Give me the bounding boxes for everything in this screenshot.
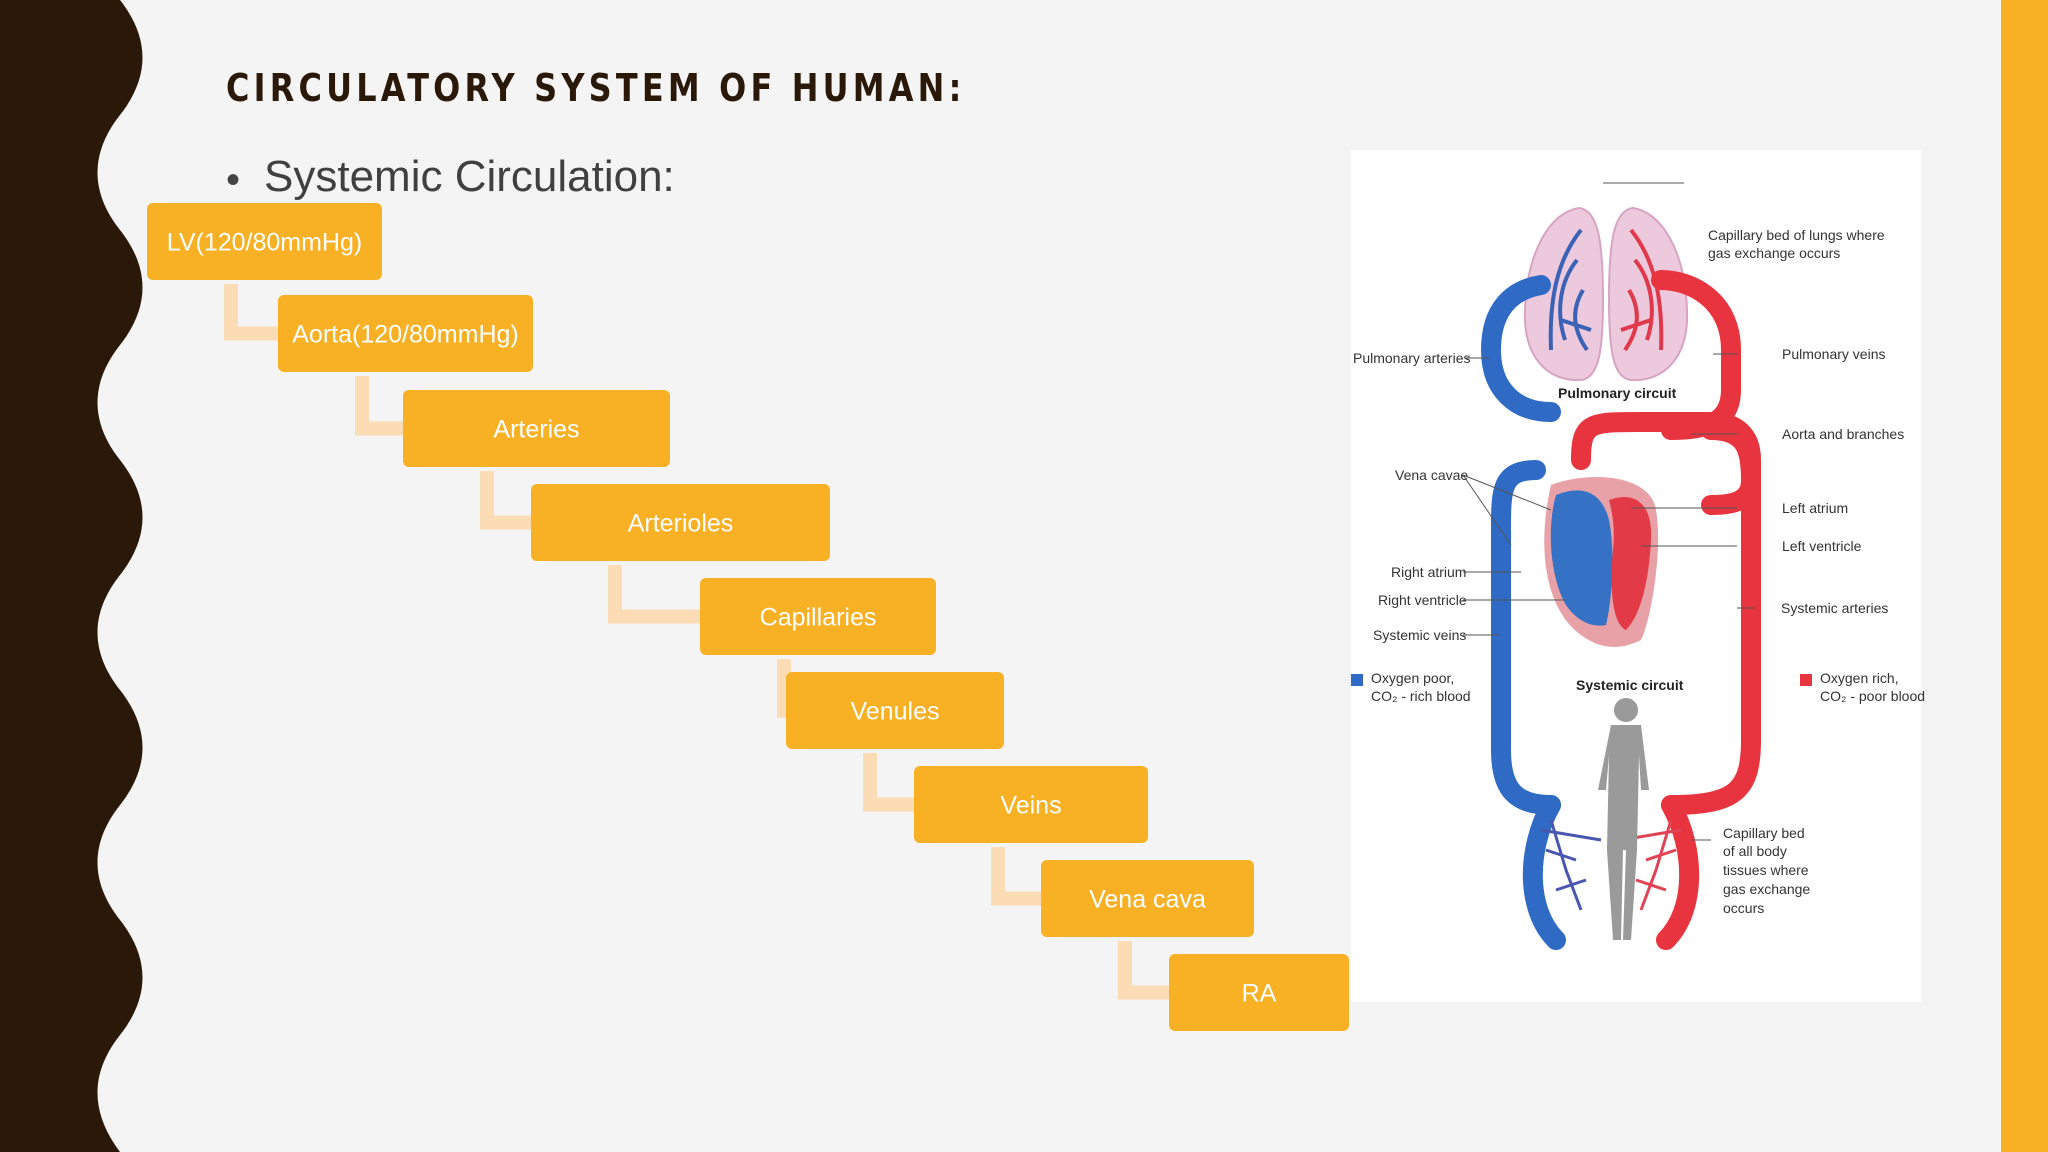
flow-step: RA [1169, 954, 1349, 1031]
venous-vessels [1480, 275, 1566, 950]
flow-step-label: Vena cava [1089, 886, 1206, 914]
left-wavy-band [0, 0, 143, 1152]
flow-step: Veins [914, 766, 1148, 843]
body-capillaries [1540, 819, 1682, 911]
flow-step-box [403, 390, 670, 467]
flow-step-box [1169, 954, 1349, 1031]
leader-lines [1462, 182, 1756, 841]
label-systemic-veins: Systemic veins [1373, 627, 1466, 643]
flow-connector [863, 753, 918, 812]
flow-step-box [1041, 860, 1254, 937]
oxygen-rich-swatch [1800, 674, 1812, 686]
arterial-vessels [1571, 270, 1761, 950]
label-capillary-body-4: gas exchange [1723, 881, 1810, 897]
flow-connector [991, 847, 1045, 906]
label-aorta-branches: Aorta and branches [1782, 426, 1904, 442]
label-systemic-arteries: Systemic arteries [1781, 600, 1888, 616]
label-right-ventricle: Right ventricle [1378, 592, 1467, 608]
label-capillary-body-2: of all body [1723, 843, 1787, 859]
flow-step-label: LV(120/80mmHg) [167, 229, 362, 257]
right-accent-band [2001, 0, 2048, 1152]
label-right-atrium: Right atrium [1391, 564, 1466, 580]
label-left-ventricle: Left ventricle [1782, 538, 1862, 554]
label-oxygen-poor-1: Oxygen poor, [1371, 670, 1454, 686]
label-capillary-lungs-2: gas exchange occurs [1708, 245, 1840, 261]
flow-step-box [700, 578, 936, 655]
flow-step: Capillaries [700, 578, 936, 655]
flow-step-box [278, 295, 533, 372]
flow-step: LV(120/80mmHg) [147, 203, 382, 280]
flow-connector [608, 565, 704, 624]
flow-step-label: Venules [851, 698, 940, 726]
flow-step-label: RA [1242, 980, 1277, 1008]
flow-step: Arterioles [531, 484, 830, 561]
flow-step-label: Arterioles [628, 510, 734, 538]
label-oxygen-rich-1: Oxygen rich, [1820, 670, 1899, 686]
flow-step-label: Veins [1000, 792, 1061, 820]
label-capillary-body-3: tissues where [1723, 862, 1809, 878]
flow-connector [480, 471, 535, 530]
label-pulmonary-veins: Pulmonary veins [1782, 346, 1886, 362]
flow-step-box [531, 484, 830, 561]
flow-step-box [786, 672, 1004, 749]
circulatory-diagram: Capillary bed of lungs where gas exchang… [1351, 150, 1925, 1002]
bullet-text: Systemic Circulation: [264, 152, 675, 201]
flow-step-label: Aorta(120/80mmHg) [292, 321, 518, 349]
flow-step: Venules [786, 672, 1004, 749]
flow-connector [355, 376, 407, 436]
label-left-atrium: Left atrium [1782, 500, 1848, 516]
lungs [1523, 206, 1689, 382]
flow-step-box [147, 203, 382, 280]
flow-connector [1118, 941, 1173, 1000]
label-pulmonary-arteries: Pulmonary arteries [1353, 350, 1471, 366]
label-vena-cavae: Vena cavae [1395, 467, 1468, 483]
label-capillary-body-5: occurs [1723, 900, 1764, 916]
flow-step-label: Capillaries [760, 604, 877, 632]
human-figure [1598, 698, 1649, 940]
flow-step: Aorta(120/80mmHg) [278, 295, 533, 372]
oxygen-poor-swatch [1351, 674, 1363, 686]
bullet-dot: • [226, 158, 241, 202]
label-oxygen-poor-2: CO₂ - rich blood [1371, 688, 1471, 704]
label-oxygen-rich-2: CO₂ - poor blood [1820, 688, 1925, 704]
flow-step: Arteries [403, 390, 670, 467]
flow-connector [224, 284, 282, 341]
flow-step-box [914, 766, 1148, 843]
label-capillary-lungs-1: Capillary bed of lungs where [1708, 227, 1885, 243]
flow-step-label: Arteries [493, 416, 579, 444]
label-pulmonary-circuit: Pulmonary circuit [1558, 385, 1677, 401]
flow-step: Vena cava [1041, 860, 1254, 937]
heart [1544, 477, 1659, 647]
slide-title: CIRCULATORY SYSTEM OF HUMAN: [226, 66, 966, 110]
label-capillary-body-1: Capillary bed [1723, 825, 1805, 841]
label-systemic-circuit: Systemic circuit [1576, 677, 1684, 693]
